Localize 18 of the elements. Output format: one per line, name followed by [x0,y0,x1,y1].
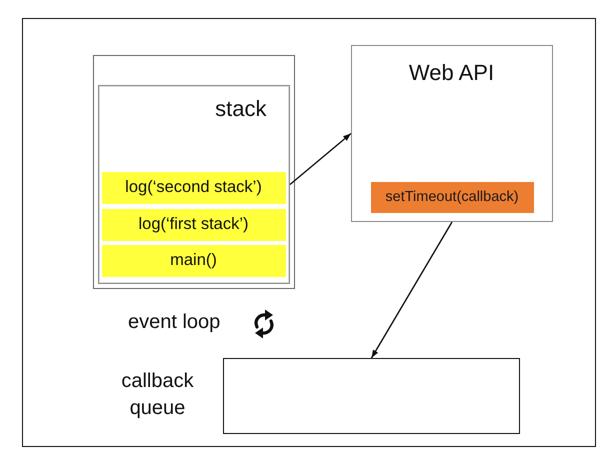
timer-task-bar [370,182,534,212]
stack-title: stack [215,96,266,121]
call-stack-box [98,84,290,284]
timer-call-text: setTimeout(callback) [385,188,519,206]
engine-panel [92,54,294,288]
web-api-box [350,44,552,222]
stack-frame-bar [102,244,286,276]
arrow [370,222,453,358]
stack-frame-bar [102,208,286,240]
stack-frame-bar [102,172,286,204]
function-call-text: log(‘second stack’) [125,178,262,196]
web-api-title: Web API [408,60,494,85]
function-call-text: main() [170,250,217,270]
arrow [290,132,352,186]
event-loop-label: event loop [128,311,220,334]
browser-window-frame [22,18,596,447]
callback-queue-label: callback queue [120,368,195,420]
function-call-text: log(‘first stack’) [138,214,248,234]
